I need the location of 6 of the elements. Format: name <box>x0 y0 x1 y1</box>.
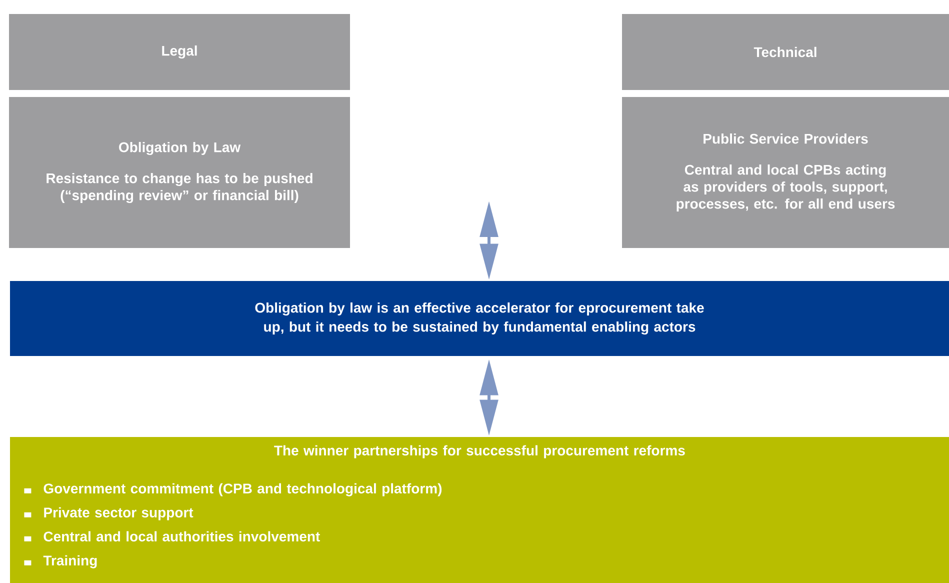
text-box: Public Service Providers Central and local CPBs acting as providers of tools, support, processes, etc. for all end users <box>622 97 949 248</box>
title-box: Technical <box>622 14 949 90</box>
list-box: The winner partnerships for successful procurement reforms Government commitment (CPB and technological platform) Private sector support Central and local authorities involvement Training <box>10 437 949 583</box>
text-box: Obligation by Law Resistance to change has to be pushed (“spending review” or financial bill) <box>9 97 350 248</box>
title-box: Legal <box>9 14 350 90</box>
banner-box: Obligation by law is an effective accelerator for eprocurement take up, but it needs to be sustained by fundamental enabling actors <box>10 281 949 356</box>
